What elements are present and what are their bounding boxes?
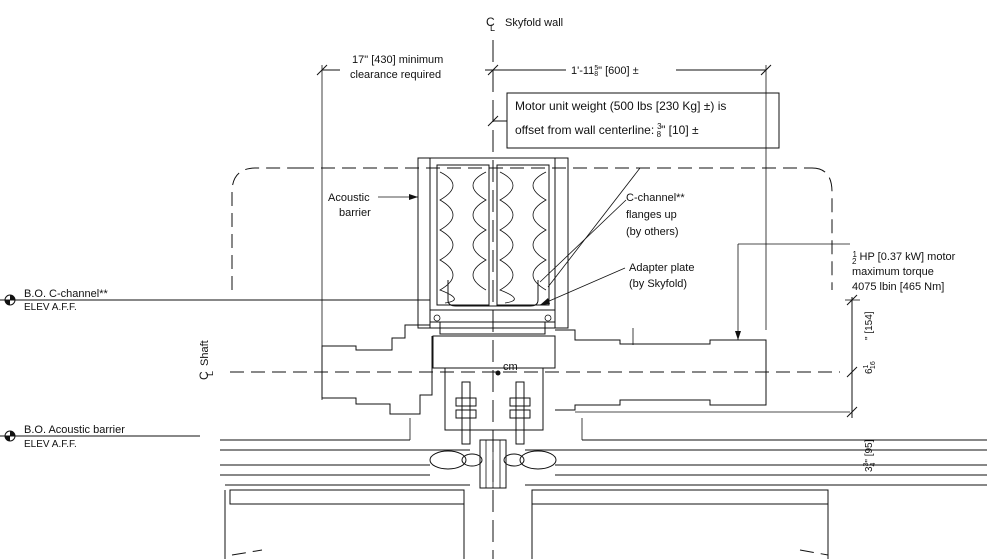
bo-barrier-label: B.O. Acoustic barrier	[24, 424, 125, 436]
bo-cchannel-label: B.O. C-channel**	[24, 288, 108, 300]
top-dimensions: 17" [430] minimum clearance required 1'-…	[316, 52, 772, 400]
wall-centerline-label: Skyfold wall	[505, 17, 563, 29]
wall-centerline-symbol: C L Skyfold wall	[486, 15, 563, 33]
svg-text:" [154]: " [154]	[864, 311, 875, 340]
dimension-6-1-16: 6116	[863, 361, 877, 374]
svg-text:L: L	[205, 371, 215, 376]
svg-text:barrier: barrier	[339, 207, 371, 219]
svg-text:maximum torque: maximum torque	[852, 266, 934, 278]
right-vertical-dimensions: " [154] 6116 334" [95]	[845, 294, 877, 472]
motor-weight-line1: Motor unit weight (500 lbs [230 Kg] ±) i…	[515, 99, 726, 113]
svg-text:6116: 6116	[863, 361, 877, 374]
acoustic-barrier-assembly	[417, 157, 569, 335]
motor-weight-callout: Motor unit weight (500 lbs [230 Kg] ±) i…	[487, 92, 780, 149]
center-of-mass-marker	[495, 370, 501, 376]
motor-gearbox: cm	[429, 335, 557, 489]
shaft-centerline-label: C L Shaft	[197, 340, 215, 380]
left-motor-outline	[321, 324, 433, 415]
adapter-plate-callout: Adapter plate (by Skyfold)	[539, 262, 694, 306]
svg-text:C: C	[486, 15, 495, 29]
cchannel-callout: C-channel** flanges up (by others)	[539, 167, 685, 288]
dimension-154: " [154]	[864, 311, 875, 340]
svg-text:Adapter plate: Adapter plate	[629, 262, 694, 274]
panel-tracks	[220, 418, 987, 559]
bo-cchannel-elevation: B.O. C-channel** ELEV A.F.F.	[0, 288, 430, 313]
svg-text:Shaft: Shaft	[199, 340, 211, 366]
svg-text:flanges up: flanges up	[626, 209, 677, 221]
ceiling-cavity-outline	[231, 167, 833, 290]
acoustic-barrier-callout: Acoustic barrier	[328, 192, 418, 219]
svg-text:4075 lbin [465 Nm]: 4075 lbin [465 Nm]	[852, 281, 944, 293]
clearance-label-line1: 17" [430] minimum	[352, 54, 443, 66]
bo-acoustic-barrier-elevation: B.O. Acoustic barrier ELEV A.F.F.	[0, 424, 200, 450]
svg-text:C: C	[197, 371, 211, 380]
centerlines: C L Skyfold wall C L Shaft	[197, 15, 840, 559]
dimension-95: 334" [95]	[863, 439, 877, 472]
svg-text:Acoustic: Acoustic	[328, 192, 370, 204]
cm-label: cm	[503, 361, 518, 373]
svg-text:(by others): (by others)	[626, 226, 679, 238]
svg-text:C-channel**: C-channel**	[626, 192, 685, 204]
bo-barrier-elev: ELEV A.F.F.	[24, 439, 77, 450]
bo-cchannel-elev: ELEV A.F.F.	[24, 302, 77, 313]
svg-text:L: L	[490, 23, 495, 33]
right-motor-outline	[555, 329, 767, 411]
clearance-label-line2: clearance required	[350, 69, 441, 81]
svg-text:334" [95]: 334" [95]	[863, 439, 877, 472]
svg-text:(by Skyfold): (by Skyfold)	[629, 278, 687, 290]
